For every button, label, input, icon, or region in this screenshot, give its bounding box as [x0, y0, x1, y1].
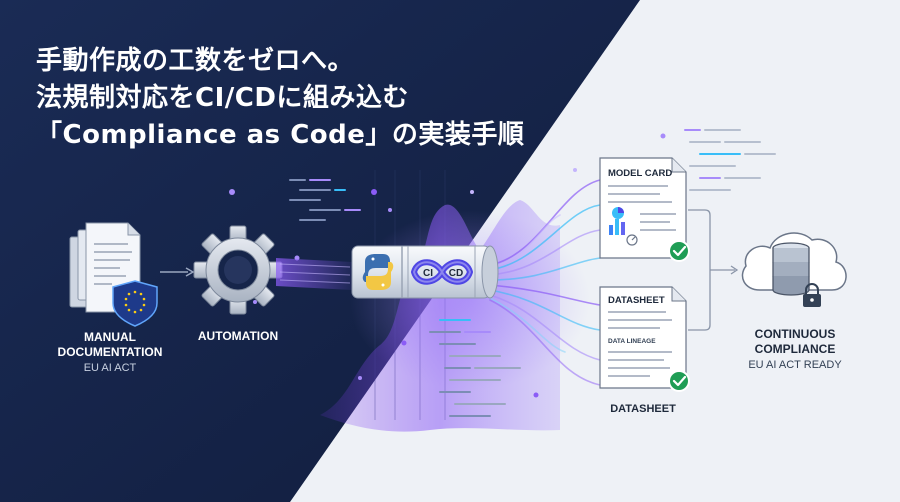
pie-chart-icon — [612, 207, 624, 219]
code-snippets-left — [289, 179, 361, 221]
model-card-document — [599, 157, 687, 259]
manual-label-line-2: DOCUMENTATION — [57, 345, 163, 359]
ci-label: CI — [423, 268, 433, 279]
lock-icon — [803, 283, 821, 307]
arrow-to-automation — [160, 267, 195, 277]
check-icon — [668, 370, 690, 392]
continuous-sublabel: EU AI ACT READY — [748, 359, 842, 371]
datasheet-title: DATASHEET — [608, 295, 665, 306]
manual-sublabel: EU AI ACT — [83, 362, 137, 374]
data-streams — [489, 179, 601, 386]
code-snippets-bottom — [429, 319, 521, 417]
continuous-label-line-2: COMPLIANCE — [754, 342, 836, 356]
code-snippets-top-right — [684, 129, 776, 191]
automation-label: AUTOMATION — [197, 329, 279, 343]
gauge-icon — [626, 234, 638, 246]
manual-label-line-1: MANUAL — [84, 330, 136, 344]
sparkles — [229, 133, 666, 398]
check-icon — [668, 240, 690, 262]
headline-line-3: 「Compliance as Code」の実装手順 — [36, 120, 525, 150]
cd-label: CD — [449, 268, 463, 279]
model-card-title: MODEL CARD — [608, 168, 672, 179]
connector-lines — [688, 209, 739, 331]
data-lineage-label: DATA LINEAGE — [608, 338, 656, 345]
ci-cd-infinity-icon — [411, 259, 473, 285]
navy-background — [0, 0, 640, 502]
gear-icon — [193, 225, 283, 315]
python-logo-icon — [362, 254, 394, 290]
eu-shield-icon — [112, 280, 158, 327]
flow-ribbon-lines — [279, 263, 351, 284]
cloud-database-icon — [741, 232, 847, 296]
bar-chart-icon — [609, 219, 625, 235]
headline-line-1: 手動作成の工数をゼロへ。 — [36, 46, 355, 76]
datasheet-document — [599, 286, 687, 389]
datasheet-caption: DATASHEET — [610, 403, 676, 415]
flow-ribbon — [276, 258, 352, 290]
headline-line-2: 法規制対応をCI/CDに組み込む — [36, 83, 409, 113]
document-stack-icon — [69, 222, 141, 313]
continuous-label-line-1: CONTINUOUS — [754, 327, 836, 341]
waveform — [320, 200, 560, 432]
